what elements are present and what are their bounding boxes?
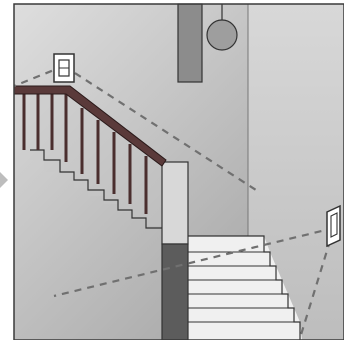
newel-post [162,162,188,340]
light-switch-icon [54,54,74,82]
arrow-right-icon [0,172,8,188]
light-switch-icon [327,206,340,246]
